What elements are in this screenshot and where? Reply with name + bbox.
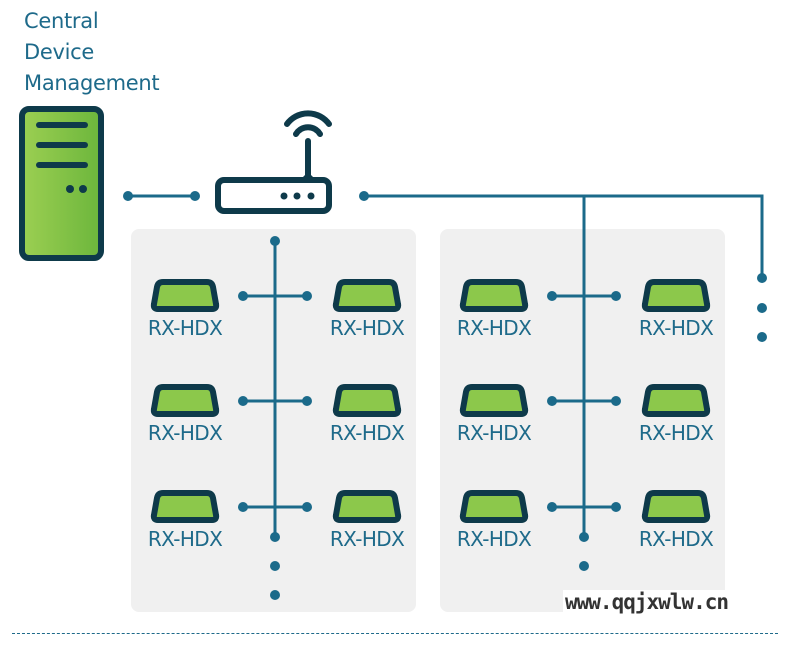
receiver-label: RX-HDX [638, 316, 714, 340]
receiver-device-icon[interactable] [459, 384, 529, 417]
group-1-bus [270, 236, 280, 600]
title-line-1: Central [24, 9, 99, 33]
receiver-label: RX-HDX [329, 421, 405, 445]
receiver-device-icon[interactable] [641, 279, 711, 312]
receiver-label: RX-HDX [456, 316, 532, 340]
branch-connector [238, 502, 312, 512]
receiver-device-icon[interactable] [332, 279, 402, 312]
title-line-3: Management [24, 71, 160, 95]
branch-connector [547, 291, 621, 301]
router-trunk-link [359, 191, 767, 342]
receiver-device-icon[interactable] [459, 490, 529, 523]
receiver-label: RX-HDX [638, 527, 714, 551]
receiver-device-icon[interactable] [332, 490, 402, 523]
branch-connector [547, 502, 621, 512]
receiver-device-icon[interactable] [332, 384, 402, 417]
wifi-router-icon[interactable] [215, 110, 332, 214]
receiver-label: RX-HDX [147, 527, 223, 551]
title-line-2: Device [24, 40, 95, 64]
receiver-label: RX-HDX [456, 527, 532, 551]
receiver-device-icon[interactable] [641, 384, 711, 417]
receiver-device-icon[interactable] [150, 279, 220, 312]
branch-connector [547, 396, 621, 406]
server-router-link [123, 191, 200, 201]
receiver-device-icon[interactable] [150, 384, 220, 417]
receiver-label: RX-HDX [147, 316, 223, 340]
receiver-device-icon[interactable] [641, 490, 711, 523]
watermark: www.qqjxwlw.cn [563, 590, 731, 614]
receiver-label: RX-HDX [147, 421, 223, 445]
dashed-divider [12, 633, 778, 634]
group-2-bus [579, 196, 589, 600]
receiver-device-icon[interactable] [150, 490, 220, 523]
branch-connector [238, 396, 312, 406]
receiver-device-icon[interactable] [459, 279, 529, 312]
receiver-label: RX-HDX [456, 421, 532, 445]
central-device-management-title: Central Device Management [24, 6, 160, 99]
receiver-label: RX-HDX [638, 421, 714, 445]
receiver-label: RX-HDX [329, 316, 405, 340]
receiver-label: RX-HDX [329, 527, 405, 551]
server-tower-icon[interactable] [19, 106, 104, 261]
branch-connector [238, 291, 312, 301]
